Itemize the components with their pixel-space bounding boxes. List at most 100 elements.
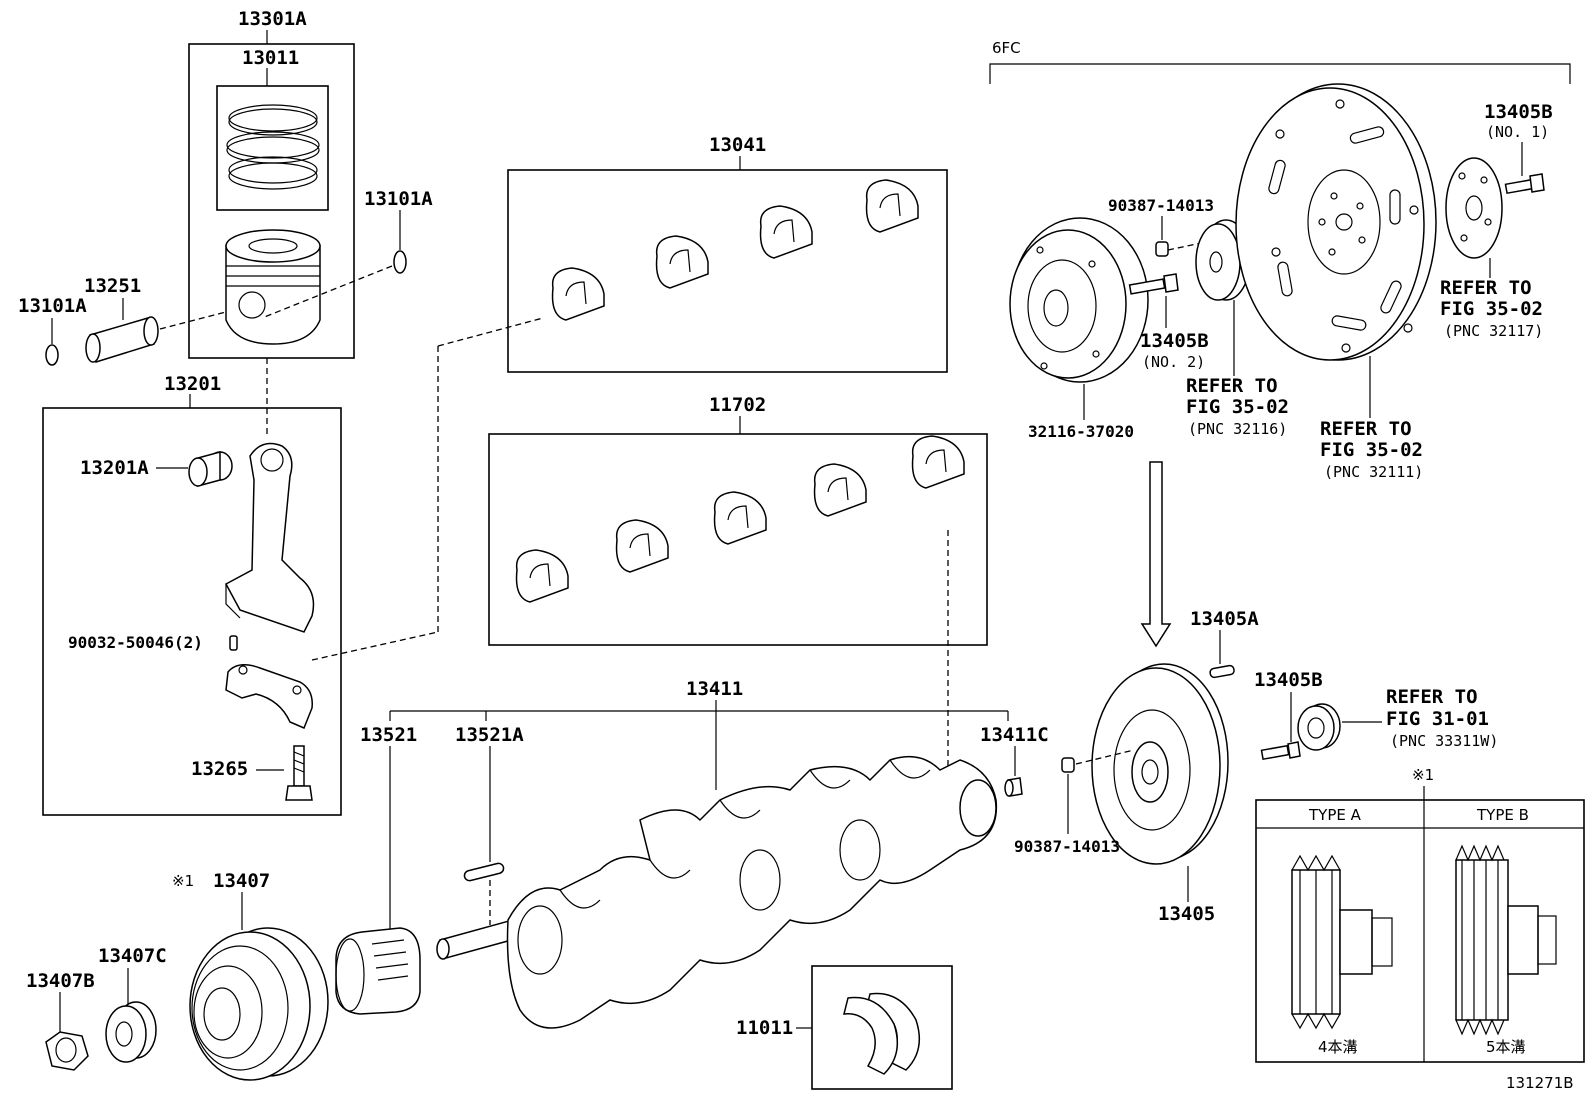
piston-pin-label[interactable]: 13251 (84, 275, 141, 297)
group-6fc-label[interactable]: 6FC (992, 39, 1021, 57)
type-a-header: TYPE A (1308, 806, 1362, 824)
ring-set-label[interactable]: 13011 (242, 47, 299, 69)
refer-32116-pnc: (PNC 32116) (1188, 420, 1287, 438)
crankshaft-group: 13411 13521 13521A 13411C (360, 678, 1049, 1029)
type-a-groove-label: 4本溝 (1318, 1038, 1358, 1056)
thrust-washers[interactable] (843, 992, 921, 1075)
type-b-pulley-icon (1455, 844, 1557, 1036)
drive-plate-bush-label[interactable]: 90387-14013 (1108, 196, 1214, 215)
snap-ring-right[interactable] (393, 250, 407, 274)
main-bearing-shells[interactable] (515, 435, 965, 603)
crank-gear-label[interactable]: 13521 (360, 724, 417, 746)
drive-plate-bolt-no2-label[interactable]: 13405B (1140, 330, 1209, 352)
piston-rings[interactable] (226, 104, 320, 190)
pulley-washer-label[interactable]: 13407C (98, 945, 167, 967)
flywheel-bolt-label[interactable]: 13405B (1254, 669, 1323, 691)
conrod-bolt[interactable] (285, 745, 313, 801)
pulley-mark: ※1 (172, 872, 194, 890)
refer-32116-title[interactable]: REFER TO (1186, 375, 1278, 397)
crank-pulley[interactable] (189, 927, 329, 1081)
thrust-washer-label[interactable]: 11011 (736, 1017, 793, 1039)
flywheel-label[interactable]: 13405 (1158, 903, 1215, 925)
refer-3101-title[interactable]: REFER TO (1386, 686, 1478, 708)
piston[interactable] (225, 229, 321, 345)
converter-plate[interactable] (1009, 217, 1149, 383)
type-table-mark: ※1 (1412, 766, 1434, 784)
conrod-cap[interactable] (225, 664, 313, 729)
pulley-type-table: ※1 TYPE A TYPE B 4本溝 5本 (1255, 766, 1585, 1063)
crank-key[interactable] (463, 862, 505, 882)
crank-key-label[interactable]: 13521A (455, 724, 524, 746)
refer-32111-fig[interactable]: FIG 35-02 (1320, 439, 1423, 461)
snap-ring-left-label[interactable]: 13101A (18, 295, 87, 317)
flywheel[interactable] (1091, 663, 1229, 865)
ring-set-box (216, 85, 329, 211)
converter-plate-label[interactable]: 32116-37020 (1028, 422, 1134, 441)
pulley-washer[interactable] (105, 1001, 157, 1063)
flywheel-bush[interactable] (1061, 757, 1075, 773)
conrod-bolt-label[interactable]: 13265 (191, 758, 248, 780)
drive-plate-group: 6FC 32116-37020 90387-14013 13405B (NO. … (989, 39, 1571, 481)
refer-3101-fig[interactable]: FIG 31-01 (1386, 708, 1489, 730)
drive-plate[interactable] (1235, 83, 1437, 361)
pulley-nut-label[interactable]: 13407B (26, 970, 95, 992)
flywheel-pin[interactable] (1209, 664, 1235, 679)
diagram-id: 131271B (1506, 1074, 1574, 1092)
conrod-pin[interactable] (229, 635, 238, 651)
piston-set-box (188, 43, 355, 359)
type-b-groove-label: 5本溝 (1486, 1038, 1526, 1056)
conrod-bearing-group: 13041 (507, 134, 948, 373)
reinforcement-plate[interactable] (1445, 157, 1503, 259)
refer-32111-pnc: (PNC 32111) (1324, 463, 1423, 481)
flywheel-bolt[interactable] (1260, 741, 1301, 761)
flywheel-bush-label[interactable]: 90387-14013 (1014, 837, 1120, 856)
refer-32117-title[interactable]: REFER TO (1440, 277, 1532, 299)
refer-32117-fig[interactable]: FIG 35-02 (1440, 298, 1543, 320)
refer-3101-pnc: (PNC 33311W) (1390, 732, 1498, 750)
spacer-plate[interactable] (1195, 219, 1251, 301)
drive-plate-bolt-no2[interactable] (1128, 273, 1179, 295)
crank-pin-13411c-label[interactable]: 13411C (980, 724, 1049, 746)
conrod-bearing-box (507, 169, 948, 373)
drive-plate-bolt-no2-sub: (NO. 2) (1142, 353, 1205, 371)
install-arrow (1140, 461, 1172, 648)
pulley-label[interactable]: 13407 (213, 870, 270, 892)
drive-plate-bolt-no1-sub: (NO. 1) (1486, 123, 1549, 141)
conrod-box (42, 407, 342, 816)
type-b-header: TYPE B (1476, 806, 1529, 824)
conrod-bearing-shells[interactable] (551, 179, 919, 321)
flywheel-pin-label[interactable]: 13405A (1190, 608, 1259, 630)
piston-set-label[interactable]: 13301A (238, 8, 307, 30)
conrod-pin-label[interactable]: 90032-50046(2) (68, 633, 203, 652)
piston-set-group: 13301A 13011 (188, 8, 355, 435)
main-bearing-box (488, 433, 988, 646)
refer-32117-pnc: (PNC 32117) (1444, 322, 1543, 340)
thrust-washer-group: 11011 (736, 965, 953, 1090)
main-bearing-group: 11702 (488, 394, 988, 776)
drive-plate-bush[interactable] (1155, 241, 1169, 257)
conrod-bush-label[interactable]: 13201A (80, 457, 149, 479)
snap-ring-left[interactable] (45, 344, 59, 366)
type-a-pulley-icon (1291, 854, 1393, 1030)
conrod-bush[interactable] (188, 451, 233, 487)
drive-plate-bolt-no1-label[interactable]: 13405B (1484, 101, 1553, 123)
pulley-nut[interactable] (45, 1031, 89, 1071)
main-bearing-label[interactable]: 11702 (709, 394, 766, 416)
conrod-assy-label[interactable]: 13201 (164, 373, 221, 395)
conrod-bearing-label[interactable]: 13041 (709, 134, 766, 156)
conrod-group: 13201 13201A 90032-50046(2) (42, 317, 544, 816)
type-table-frame (1255, 799, 1585, 1063)
piston-pin[interactable] (85, 316, 159, 363)
flywheel-group: 13405 13405A 13405B REFER TO FIG 31-01 (… (1014, 461, 1498, 925)
crankshaft-label[interactable]: 13411 (686, 678, 743, 700)
drive-plate-bolt-no1[interactable] (1504, 173, 1545, 195)
connecting-rod[interactable] (224, 442, 315, 633)
snap-ring-right-label[interactable]: 13101A (364, 188, 433, 210)
crank-pin-13411c[interactable] (1004, 777, 1023, 797)
crank-gear[interactable] (335, 927, 421, 1015)
refer-32111-title[interactable]: REFER TO (1320, 418, 1412, 440)
crankshaft[interactable] (436, 755, 998, 1029)
pilot-bearing[interactable] (1297, 703, 1341, 751)
refer-32116-fig[interactable]: FIG 35-02 (1186, 396, 1289, 418)
